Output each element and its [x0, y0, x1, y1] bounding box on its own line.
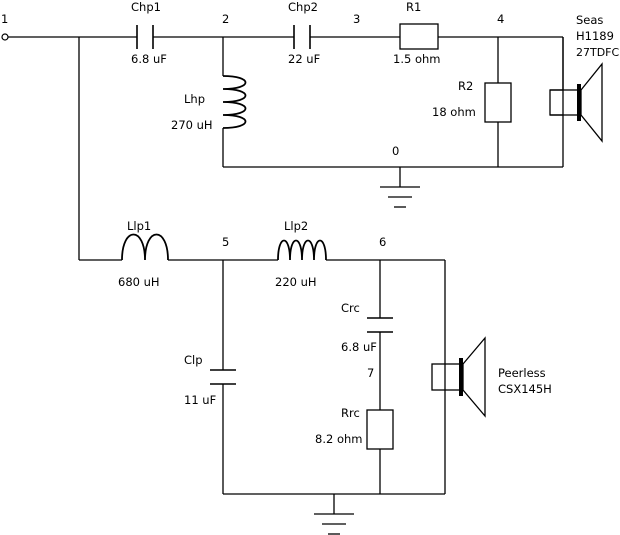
inductor-lhp	[222, 75, 247, 129]
chp2-name: Chp2	[288, 0, 318, 14]
node-label-3: 3	[353, 12, 360, 26]
lhp-name: Lhp	[184, 92, 205, 106]
llp1-value: 680 uH	[118, 275, 160, 289]
tweeter-speaker-symbol	[549, 62, 603, 143]
r1-value: 1.5 ohm	[393, 52, 440, 66]
capacitor-clp	[210, 369, 236, 385]
r2-value: 18 ohm	[432, 105, 476, 119]
node-label-2: 2	[222, 12, 229, 26]
tweeter-label-line1: Seas	[576, 13, 603, 27]
node-label-7: 7	[367, 366, 374, 380]
clp-name: Clp	[184, 353, 203, 367]
node-label-4: 4	[497, 12, 504, 26]
capacitor-chp1	[136, 25, 154, 49]
ground-symbol-bottom	[314, 513, 354, 535]
woofer-label-line2: CSX145H	[498, 382, 552, 396]
chp2-value: 22 uF	[288, 52, 320, 66]
llp1-name: Llp1	[127, 219, 151, 233]
input-terminal	[1, 33, 9, 41]
node-label-0: 0	[392, 144, 399, 158]
rrc-value: 8.2 ohm	[315, 432, 362, 446]
capacitor-crc	[367, 317, 393, 333]
crc-value: 6.8 uF	[341, 340, 377, 354]
lhp-value: 270 uH	[171, 118, 213, 132]
crc-name: Crc	[341, 301, 360, 315]
capacitor-chp2	[293, 25, 311, 49]
tweeter-label-line3: 27TDFC	[576, 46, 620, 59]
chp1-value: 6.8 uF	[131, 52, 167, 66]
node-label-1: 1	[1, 12, 8, 26]
rrc-name: Rrc	[341, 406, 360, 420]
node-label-5: 5	[222, 235, 229, 249]
ground-symbol-top	[380, 186, 420, 208]
resistor-r2	[484, 82, 512, 123]
inductor-llp2	[277, 239, 327, 261]
llp2-value: 220 uH	[275, 275, 317, 289]
resistor-rrc	[366, 409, 394, 450]
tweeter-label-line2: H1189	[576, 29, 614, 43]
chp1-name: Chp1	[131, 0, 161, 14]
woofer-label-line1: Peerless	[498, 366, 546, 380]
node-label-6: 6	[379, 235, 386, 249]
inductor-llp1	[121, 233, 169, 261]
r2-name: R2	[458, 79, 473, 93]
llp2-name: Llp2	[284, 219, 308, 233]
woofer-speaker-symbol	[431, 336, 486, 418]
resistor-r1	[399, 23, 439, 50]
clp-value: 11 uF	[184, 393, 216, 407]
r1-name: R1	[406, 0, 421, 14]
